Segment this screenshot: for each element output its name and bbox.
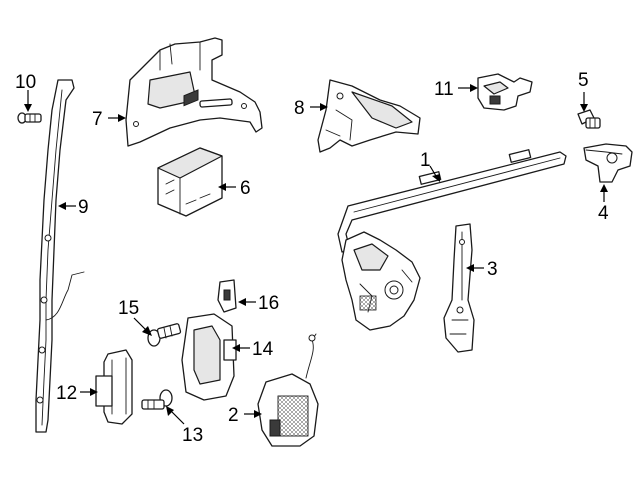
callout-16: 16: [258, 293, 279, 314]
part-11-clip: [477, 73, 533, 111]
callout-3: 3: [487, 259, 498, 280]
part-4-hinge-bracket: [583, 143, 633, 183]
callout-5: 5: [578, 70, 589, 91]
callout-13: 13: [182, 425, 203, 446]
part-9-trim-strip: [35, 79, 85, 433]
callout-7: 7: [92, 109, 103, 130]
callout-11: 11: [434, 79, 454, 100]
part-6-control-module: [157, 89, 223, 217]
part-16-small-clip: [217, 279, 237, 313]
callout-9: 9: [78, 197, 89, 218]
callout-2: 2: [228, 405, 239, 426]
callout-1: 1: [420, 150, 431, 171]
callout-15: 15: [118, 298, 139, 319]
part-15-screw: [147, 323, 182, 347]
callout-6: 6: [240, 178, 251, 199]
part-10-push-pin: [17, 112, 42, 124]
part-8-bracket: [317, 79, 421, 153]
callout-10: 10: [15, 72, 36, 93]
leader-lines: [24, 84, 608, 425]
callout-12: 12: [56, 383, 77, 404]
callout-4: 4: [598, 203, 609, 224]
callout-8: 8: [294, 98, 305, 119]
part-3-vertical-bracket: [443, 223, 475, 353]
part-2-latch-assembly: [257, 333, 319, 447]
part-12-handle: [95, 349, 133, 425]
part-5-bolt: [577, 109, 601, 129]
callout-14: 14: [252, 339, 274, 360]
callout-labels: 10 7 9 6 8 11 5 4 1 3 16 15 14 12 13 2: [15, 70, 609, 446]
part-13-bolt: [141, 389, 173, 410]
part-14-handle-housing: [181, 313, 237, 401]
part-1-actuator: [341, 231, 421, 331]
